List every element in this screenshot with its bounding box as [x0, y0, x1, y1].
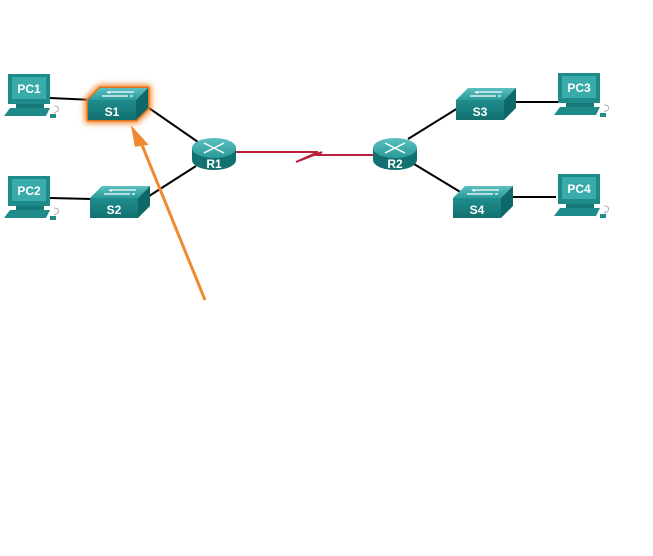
- s2-label: S2: [107, 203, 122, 217]
- pc1[interactable]: PC1: [3, 73, 59, 119]
- s3-label: S3: [473, 105, 488, 119]
- pc1-label: PC1: [17, 82, 41, 96]
- s1-label: S1: [105, 105, 120, 119]
- router-r1[interactable]: R1: [191, 137, 237, 171]
- link-r2-s4: [413, 163, 463, 194]
- serial-link-r1-r2: [236, 151, 374, 163]
- switch-s1[interactable]: S1: [87, 87, 149, 121]
- link-s2-r1: [145, 165, 197, 199]
- r2-label: R2: [387, 157, 403, 171]
- r1-label: R1: [206, 157, 222, 171]
- switch-s2[interactable]: S2: [89, 185, 151, 219]
- links: [49, 97, 558, 200]
- pc2-label: PC2: [17, 184, 41, 198]
- pc4-label: PC4: [567, 182, 591, 196]
- switch-s4[interactable]: S4: [452, 185, 514, 219]
- s4-label: S4: [470, 203, 485, 217]
- pc3-label: PC3: [567, 81, 591, 95]
- pc4[interactable]: PC4: [553, 173, 609, 219]
- link-s1-r1: [145, 105, 199, 143]
- link-pc2-s2: [49, 197, 93, 200]
- pc3[interactable]: PC3: [553, 72, 609, 118]
- router-r2[interactable]: R2: [372, 137, 418, 171]
- link-r2-s3: [407, 107, 459, 140]
- pointer-arrow: [130, 125, 207, 301]
- switch-s3[interactable]: S3: [455, 87, 517, 121]
- pc2[interactable]: PC2: [3, 175, 59, 221]
